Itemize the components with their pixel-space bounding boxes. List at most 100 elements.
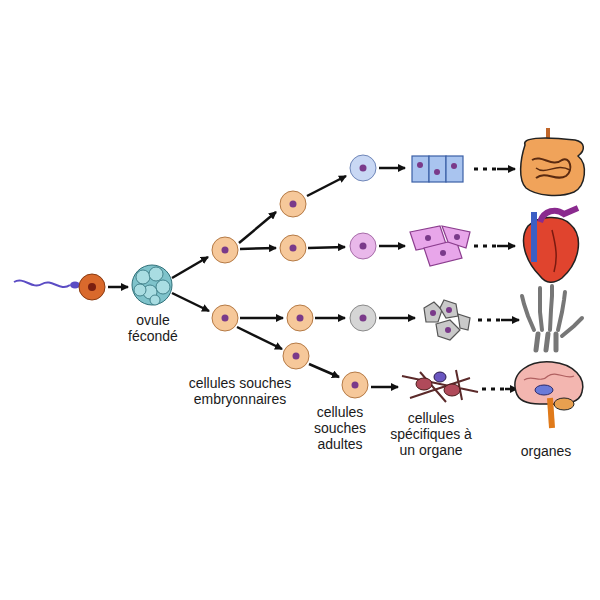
morula	[132, 265, 172, 305]
epithelial-cell	[412, 156, 429, 182]
sperm-head	[70, 282, 80, 289]
stem-cell	[280, 235, 306, 261]
intestine-coils	[536, 167, 570, 170]
arrow	[108, 286, 128, 289]
dots	[482, 388, 504, 391]
arrow	[501, 319, 519, 322]
sperm-tail	[14, 280, 70, 287]
cell-nucleus	[352, 382, 359, 389]
bone-cell	[440, 300, 458, 318]
adult-stem-cell	[350, 233, 376, 259]
morula-outline	[132, 265, 172, 305]
adult-stem-cell	[342, 372, 368, 398]
neurons	[402, 370, 478, 402]
arrow	[240, 248, 276, 249]
stage-label: ovule fécondé	[121, 312, 185, 344]
arrow	[379, 245, 405, 248]
epithelial-cell	[429, 156, 446, 182]
adult-stem-cell	[350, 305, 376, 331]
thumb-bones	[562, 318, 582, 336]
vein	[531, 212, 537, 262]
arrow	[240, 317, 283, 320]
dots	[474, 168, 496, 171]
cell-nucleus	[222, 247, 229, 254]
arrow	[497, 168, 515, 171]
egg-cell	[79, 274, 105, 300]
heart-septum	[552, 230, 556, 272]
bone-cell	[424, 302, 442, 322]
cell-nucleus	[293, 353, 300, 360]
hand-skeleton	[522, 286, 582, 350]
stage-label: cellules spécifiques à un organe	[385, 410, 477, 458]
finger-bones	[540, 288, 542, 330]
cell-nucleus	[290, 201, 297, 208]
arrow	[237, 327, 282, 349]
epithelial-cells	[412, 156, 463, 182]
cardiac-cell	[442, 226, 470, 248]
brain-ventricle	[535, 385, 553, 395]
intestine-coils	[532, 158, 570, 178]
dotted-arrows	[474, 169, 519, 389]
cell-nucleus	[290, 245, 297, 252]
neurites	[402, 370, 478, 402]
blastomere	[156, 280, 170, 294]
brain-folds	[524, 374, 574, 380]
cell-nucleus	[425, 235, 431, 241]
blastomere	[150, 295, 160, 305]
blastomere	[134, 284, 146, 296]
brain-stem	[550, 398, 552, 428]
arrow	[308, 247, 345, 248]
cell-nucleus	[360, 315, 367, 322]
cell-nucleus	[430, 310, 436, 316]
arrow	[379, 317, 415, 320]
arrow	[172, 293, 209, 311]
cell-nucleus	[222, 315, 229, 322]
cell-nucleus	[297, 315, 304, 322]
arrow	[379, 167, 405, 170]
cardiac-cells	[410, 226, 470, 266]
stem-cell	[280, 191, 306, 217]
cell-nucleus	[454, 234, 460, 240]
arrow	[309, 364, 339, 377]
intestine	[521, 128, 585, 195]
arrow	[239, 212, 276, 243]
arrow	[497, 245, 515, 248]
intestine-outline	[521, 138, 585, 196]
stage-label: cellules souches adultes	[306, 404, 374, 452]
cell-nucleus	[451, 163, 457, 169]
cell-nucleus	[434, 169, 440, 175]
stem-cell	[212, 305, 238, 331]
stem-cell	[283, 343, 309, 369]
cell-nucleus	[417, 162, 423, 168]
arrow	[172, 257, 208, 278]
cell-nucleus	[445, 327, 451, 333]
epithelial-cell	[446, 156, 463, 182]
wrist-bones	[536, 334, 556, 350]
bone-cell	[436, 320, 460, 340]
cell-nucleus	[440, 250, 446, 256]
brain	[515, 362, 583, 428]
cell-nucleus	[446, 307, 452, 313]
heart	[524, 208, 579, 282]
finger-bones	[522, 296, 534, 330]
stem-cell	[212, 237, 238, 263]
stage-label: organes	[511, 443, 581, 459]
cerebellum	[554, 398, 574, 410]
dots	[478, 319, 500, 322]
arrow	[371, 386, 398, 389]
arrow	[307, 176, 346, 196]
blastomere	[149, 267, 163, 281]
dots	[474, 245, 496, 248]
finger-bones	[550, 286, 552, 330]
artery	[540, 208, 578, 222]
bone-cells	[424, 300, 470, 340]
cell-nucleus	[360, 243, 367, 250]
cell-nucleus	[360, 165, 367, 172]
stem-cell	[287, 305, 313, 331]
neuron-body	[434, 372, 446, 382]
adult-stem-cell	[350, 155, 376, 181]
neuron-body	[444, 384, 460, 396]
neuron-body	[416, 378, 432, 390]
